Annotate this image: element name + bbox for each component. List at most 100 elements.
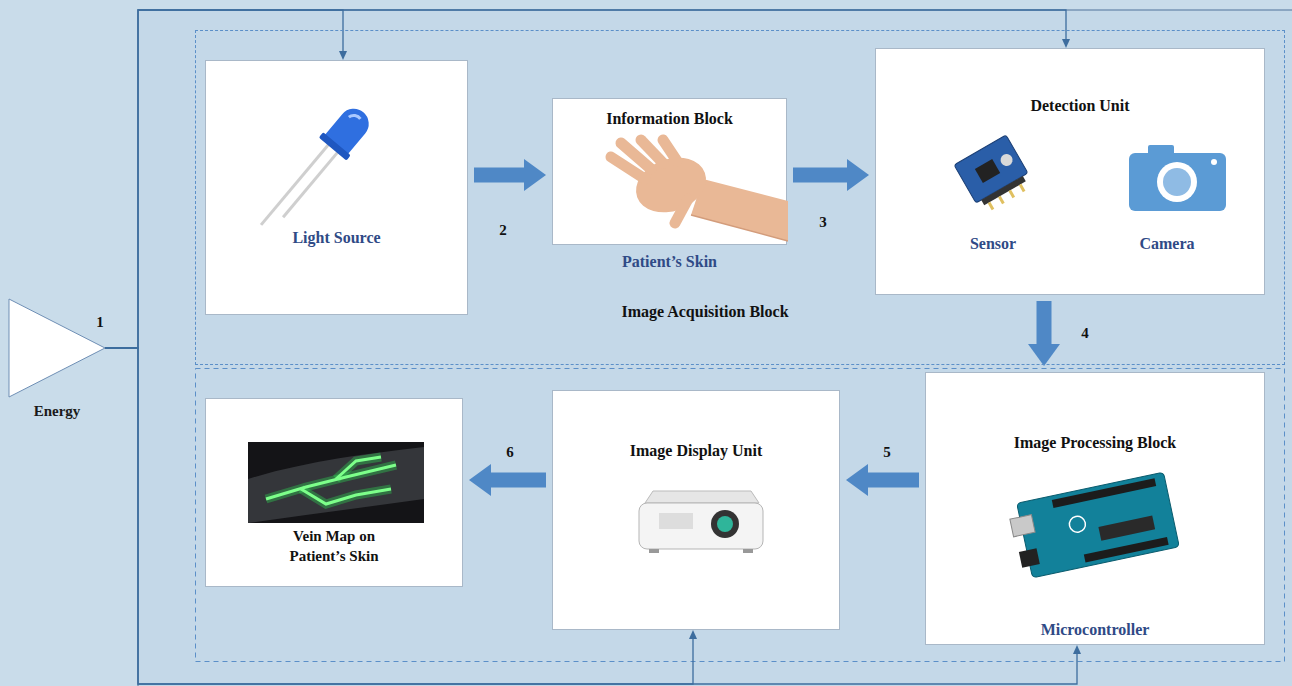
illustration-rect <box>743 549 753 553</box>
flow-arrow <box>1037 301 1052 344</box>
illustration-circle <box>711 510 739 538</box>
callout-holder: 4 <box>1073 323 1097 343</box>
light-source-box: Light Source <box>205 60 468 315</box>
illustration-path <box>645 491 759 503</box>
illustration-rect <box>659 513 693 529</box>
illustration-path <box>248 447 424 523</box>
projector <box>639 491 763 553</box>
acquisition-block: Image Acquisition Block Light Source Inf… <box>195 30 1285 365</box>
triangle-outline <box>9 299 105 397</box>
text-row: Vein Map on Patient’s Skin <box>206 526 462 566</box>
led <box>252 101 377 241</box>
illustration-circle <box>717 516 733 532</box>
illustration-polyline <box>336 457 381 479</box>
callout-holder: 2 <box>491 220 515 240</box>
processing-region <box>196 369 1285 662</box>
illustration-rect <box>954 135 1028 203</box>
microcontroller-illustration <box>926 373 1266 646</box>
block-title: Energy <box>8 401 106 421</box>
illustration-g <box>266 457 396 504</box>
illustration-line <box>675 199 688 223</box>
illustration-rect <box>1017 472 1180 578</box>
illustration-line <box>261 143 330 225</box>
text-row: Information Block <box>553 109 786 129</box>
callout-number: 5 <box>883 442 891 462</box>
flow-arrow <box>868 473 919 488</box>
illustration-line <box>663 140 677 161</box>
text-row: Detection Unit <box>906 96 1254 116</box>
callout-number: 3 <box>819 212 827 232</box>
part-label: Microcontroller <box>926 620 1264 640</box>
processing-box: Image Processing BlockMicrocontroller <box>925 372 1265 645</box>
illustration-rect <box>319 132 351 161</box>
text-row: Light Source <box>206 228 467 248</box>
outer-panel <box>138 10 1292 686</box>
callout-number: 4 <box>1081 323 1089 343</box>
illustration-path <box>691 215 788 241</box>
led-illustration <box>206 61 469 316</box>
illustration-circle <box>1211 159 1217 165</box>
callout-number: 1 <box>96 312 104 332</box>
callout-holder: 5 <box>875 442 899 462</box>
illustration-circle <box>1157 162 1197 202</box>
illustration-g <box>266 457 396 504</box>
vein-map-box: Vein Map on Patient’s Skin <box>205 398 463 587</box>
block-title: Image Processing Block <box>926 433 1264 453</box>
energy-triangle <box>8 298 106 398</box>
block-title: Light Source <box>206 228 467 248</box>
illustration-polyline <box>301 489 391 504</box>
illustration-rect <box>1008 190 1015 198</box>
illustration-rect <box>649 549 659 553</box>
display-box: Image Display Unit <box>552 390 840 630</box>
illustration-rect <box>1019 184 1026 192</box>
illustration-circle <box>998 152 1014 168</box>
energy-source: Energy <box>8 298 106 430</box>
part-label: Sensor <box>906 234 1080 254</box>
illustration-path <box>349 112 361 123</box>
text-row: Energy <box>8 401 106 421</box>
illustration-rect <box>1129 153 1226 211</box>
illustration-g <box>988 184 1026 210</box>
projector-illustration <box>553 391 841 631</box>
illustration-rect <box>1052 478 1156 508</box>
illustration-rect <box>1084 537 1169 562</box>
arduino-board <box>1007 472 1179 580</box>
camera-icon <box>1129 145 1226 211</box>
hand <box>628 148 788 241</box>
fingers <box>611 140 688 223</box>
callout-number: 6 <box>506 442 514 462</box>
illustration-path <box>323 103 375 157</box>
information-box: Information BlockPatient’s Skin <box>552 98 787 245</box>
text-row: SensorCamera <box>906 234 1254 254</box>
illustration-rect <box>998 196 1005 204</box>
illustration-polyline <box>266 465 396 499</box>
illustration-rect <box>988 202 995 210</box>
illustration-polyline <box>301 489 391 504</box>
text-row: Microcontroller <box>926 620 1264 640</box>
block-title: Image Display Unit <box>553 441 839 461</box>
illustration-rect <box>981 176 1026 205</box>
part-label: Camera <box>1080 234 1254 254</box>
illustration-rect <box>975 159 1000 183</box>
illustration-rect <box>1010 515 1035 537</box>
illustration-circle <box>1068 515 1087 534</box>
block-title: Vein Map on Patient’s Skin <box>269 526 399 566</box>
sensor-module <box>954 135 1035 215</box>
illustration-rect <box>639 503 763 549</box>
callout-number: 2 <box>499 220 507 240</box>
text-row: Image Display Unit <box>553 441 839 461</box>
flow-arrow <box>474 168 524 183</box>
block-title: Detection Unit <box>906 96 1254 116</box>
illustration-rect <box>1098 516 1155 541</box>
flow-arrow <box>491 473 546 488</box>
illustration-circle <box>1163 168 1191 196</box>
callout-holder: 1 <box>88 312 112 332</box>
callout-holder: 6 <box>498 442 522 462</box>
illustration-rect <box>1019 548 1040 567</box>
illustration-rect <box>248 442 424 523</box>
block-title: Information Block <box>553 109 786 129</box>
text-row: Image Processing Block <box>926 433 1264 453</box>
flow-arrow <box>793 168 847 183</box>
part-label: Patient’s Skin <box>553 252 786 272</box>
